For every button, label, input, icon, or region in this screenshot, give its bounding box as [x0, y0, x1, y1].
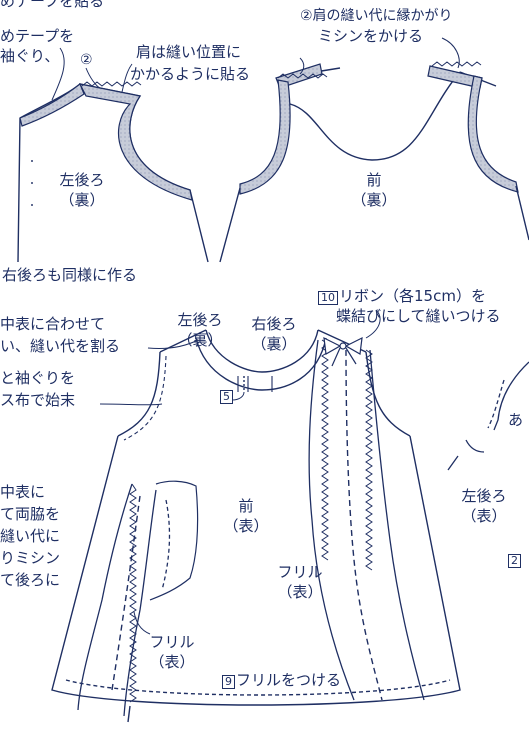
- label-side-line3: 縫い代に: [0, 527, 61, 545]
- label-shoulder-line2: かかるように貼る: [130, 65, 251, 83]
- label-frill-right-side: （表）: [277, 583, 323, 601]
- label-serge-line1: ②肩の縫い代に縁かがり: [300, 8, 453, 24]
- label-left-back-2-side: （裏）: [177, 331, 223, 349]
- label-frill-right: フリル: [277, 563, 323, 581]
- label-tape-top: めテープを貼る: [0, 0, 105, 10]
- label-fold-line2: い、縫い代を割る: [0, 337, 121, 355]
- label-step2-right: 2: [508, 550, 522, 570]
- label-shoulder-line1: 肩は縫い位置に: [136, 43, 242, 61]
- label-bind-line2: ス布で始末: [0, 391, 76, 409]
- label-tape-line2: 袖ぐり、: [0, 47, 60, 65]
- ribbon-bow: [323, 336, 363, 367]
- top-leader-lines: [51, 37, 460, 101]
- label-bind-line1: と袖ぐりを: [0, 369, 76, 387]
- top-front-piece: [219, 61, 529, 263]
- step9-text: フリルをつける: [236, 671, 342, 689]
- label-front-top: 前: [366, 171, 382, 189]
- label-front-top-side: （裏）: [351, 191, 397, 209]
- label-step2-small: ②: [80, 52, 93, 68]
- label-right-back-2: 右後ろ: [251, 315, 297, 333]
- label-right-back-2-side: （裏）: [251, 335, 297, 353]
- right-back-partial: [447, 361, 529, 471]
- label-front-main: 前: [238, 497, 254, 515]
- step5-number: 5: [220, 390, 233, 404]
- step9-number: 9: [222, 675, 235, 689]
- label-side-line1: 中表に: [0, 483, 46, 501]
- label-step5: 5: [220, 386, 234, 406]
- top-left-back-piece: [17, 81, 209, 263]
- label-right-back-same: 右後ろも同様に作る: [2, 266, 138, 284]
- label-left-back-side: （裏）: [59, 191, 105, 209]
- bottom-leader-lines: [99, 309, 381, 635]
- label-frill-left: フリル: [149, 633, 195, 651]
- label-serge-line2: ミシンをかける: [318, 27, 424, 45]
- label-side-line2: て両脇を: [0, 505, 61, 523]
- label-left-back-3: 左後ろ: [461, 487, 507, 505]
- label-side-line4: りミシン: [0, 549, 61, 567]
- label-a-char: あ: [508, 411, 524, 429]
- ribbon-step-number: 10: [318, 291, 338, 305]
- label-fold-line1: 中表に合わせて: [0, 315, 106, 333]
- step2-right-number: 2: [508, 554, 521, 568]
- label-tape-line1: めテープを: [0, 27, 75, 45]
- label-left-back-3-side: （表）: [461, 507, 507, 525]
- frill-left: [77, 480, 199, 717]
- frill-right: [308, 339, 425, 701]
- label-front-main-side: （表）: [223, 517, 269, 535]
- label-frill-left-side: （表）: [149, 653, 195, 671]
- label-left-back: 左後ろ: [59, 171, 105, 189]
- ribbon-text-line1: リボン（各15cm）を: [339, 287, 486, 305]
- label-side-line5: て後ろに: [0, 571, 61, 589]
- label-ribbon-line2: 蝶結びにして縫いつける: [336, 307, 501, 325]
- label-left-back-2: 左後ろ: [177, 311, 223, 329]
